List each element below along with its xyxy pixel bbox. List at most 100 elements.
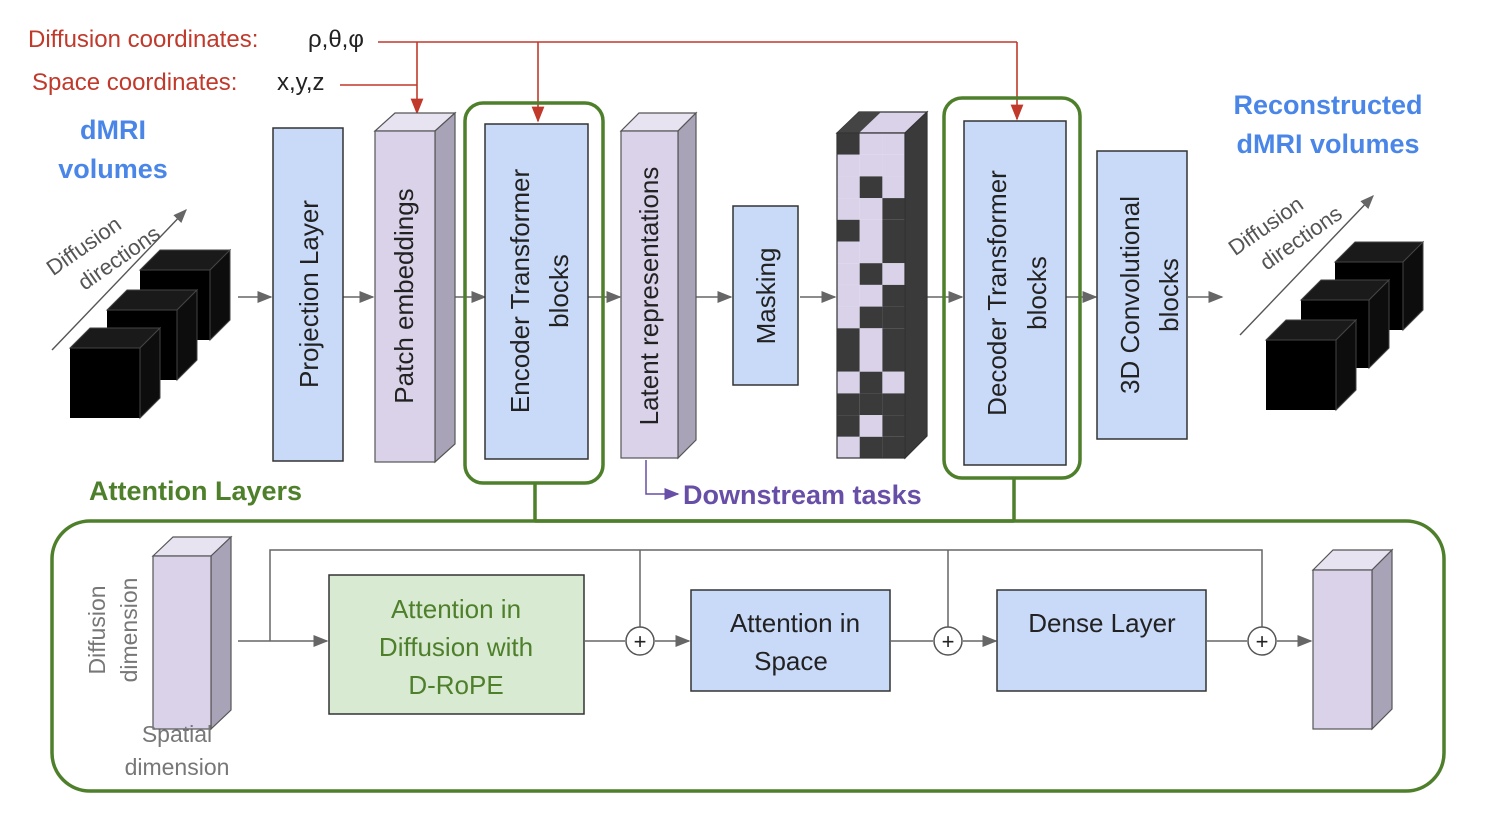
mask-cell [837, 241, 860, 264]
diffusion-dimension-line2: dimension [116, 578, 142, 683]
mask-cell [882, 219, 906, 242]
mask-cell [859, 371, 883, 394]
conv3d-block: 3D Convolutional blocks [1096, 150, 1188, 440]
latent-representations-label: Latent representations [634, 167, 664, 426]
projection-layer-label: Projection Layer [294, 200, 324, 388]
mask-cell [882, 176, 906, 199]
mask-cell [837, 350, 860, 372]
attn-space-line2: Space [754, 646, 828, 676]
encoder-label-line2: blocks [544, 254, 574, 328]
mask-grid [837, 133, 906, 459]
mask-cell [859, 176, 883, 199]
output-axis-arrow [1239, 194, 1374, 336]
mask-cell [837, 328, 860, 350]
mask-cell [882, 198, 906, 220]
attn-diffusion-line2: Diffusion with [379, 632, 533, 662]
mask-cell [859, 350, 883, 372]
mask-cell [837, 176, 860, 199]
mask-cell [859, 219, 883, 242]
mask-cell [859, 328, 883, 350]
mask-cell [859, 393, 883, 416]
attn-diffusion-line1: Attention in [391, 594, 521, 624]
mask-cell [882, 371, 906, 394]
mask-cell [882, 328, 906, 350]
mask-cell [837, 133, 860, 155]
mask-cell [837, 154, 860, 177]
mask-cell [837, 306, 860, 329]
mask-cell [882, 284, 906, 307]
output-volumes: Reconstructed dMRI volumes Diffusion dir… [1224, 90, 1425, 412]
mask-cell [859, 198, 883, 220]
mask-cell [882, 241, 906, 264]
residual-add-node-1: + [625, 626, 655, 656]
coordinate-inputs: Diffusion coordinates: ρ,θ,φ Space coord… [28, 26, 1024, 123]
plus-2: + [942, 629, 955, 654]
attention-input-prism [151, 535, 233, 731]
diffusion-coordinates-label: Diffusion coordinates: [28, 26, 258, 53]
residual-add-node-2: + [933, 626, 963, 656]
mask-cell [837, 198, 860, 220]
input-cube-front [68, 326, 162, 420]
mask-cell [837, 436, 860, 459]
masked-tokens-column [835, 110, 929, 460]
space-coordinates-symbols: x,y,z [277, 69, 325, 96]
mask-cell [882, 393, 906, 416]
downstream-tasks-label: Downstream tasks [683, 480, 922, 510]
input-title-line1: dMRI [80, 115, 146, 145]
downstream-tasks: Downstream tasks [645, 460, 922, 510]
masking-label: Masking [751, 248, 781, 345]
residual-add-node-3: + [1247, 626, 1277, 656]
plus-1: + [634, 629, 647, 654]
projection-layer-block: Projection Layer [272, 127, 344, 462]
conv3d-label-line1: 3D Convolutional [1115, 196, 1145, 394]
input-volumes: dMRI volumes Diffusion directions [42, 115, 232, 420]
mask-cell [882, 154, 906, 177]
dense-layer-block: Dense Layer [996, 589, 1207, 692]
mask-cell [859, 284, 883, 307]
mask-cell [859, 241, 883, 264]
encoder-transformer-block: Encoder Transformer blocks [463, 101, 605, 485]
output-cube-front [1264, 318, 1358, 412]
masking-block: Masking [732, 205, 799, 386]
mask-cell [882, 263, 906, 285]
decoder-highlight-frame [942, 96, 1082, 480]
mask-cell [859, 415, 883, 437]
mask-cell [837, 219, 860, 242]
mask-cell [837, 371, 860, 394]
attention-flow-lines [238, 549, 1313, 647]
patch-embeddings-label: Patch embeddings [389, 188, 419, 403]
mask-cell [837, 284, 860, 307]
conv3d-label-line2: blocks [1154, 258, 1184, 332]
mask-cell [859, 263, 883, 285]
input-axis-arrow [51, 208, 187, 351]
mask-cell [882, 133, 906, 155]
output-title-line2: dMRI volumes [1236, 129, 1419, 159]
diffusion-coordinates-symbols: ρ,θ,φ [308, 26, 364, 53]
mask-cell [882, 350, 906, 372]
plus-3: + [1256, 629, 1269, 654]
mask-cell [882, 306, 906, 329]
attention-output-prism [1311, 548, 1394, 731]
input-title-line2: volumes [58, 154, 168, 184]
attention-layers-section: Attention Layers Diffusion dimension Spa… [50, 476, 1446, 793]
downstream-arrow [645, 460, 680, 500]
attention-diffusion-drope-block: Attention in Diffusion with D-RoPE [328, 574, 585, 715]
decoder-transformer-block: Decoder Transformer blocks [942, 96, 1082, 480]
mask-cell [882, 436, 906, 459]
space-coordinates-label: Space coordinates: [32, 69, 237, 96]
dense-layer-label: Dense Layer [1028, 608, 1176, 638]
spatial-dimension-line1: Spatial [142, 721, 212, 747]
attention-layers-frame [50, 519, 1446, 793]
decoder-label-line1: Decoder Transformer [982, 170, 1012, 416]
mask-cell [859, 154, 883, 177]
output-title-line1: Reconstructed [1233, 90, 1422, 120]
attn-diffusion-line3: D-RoPE [408, 670, 503, 700]
attention-layers-title: Attention Layers [89, 476, 302, 506]
mask-cell [859, 436, 883, 459]
mask-cell [859, 306, 883, 329]
mask-cell [882, 415, 906, 437]
mask-cell [837, 393, 860, 416]
mask-cell [837, 415, 860, 437]
patch-embeddings-block: Patch embeddings [373, 111, 457, 464]
